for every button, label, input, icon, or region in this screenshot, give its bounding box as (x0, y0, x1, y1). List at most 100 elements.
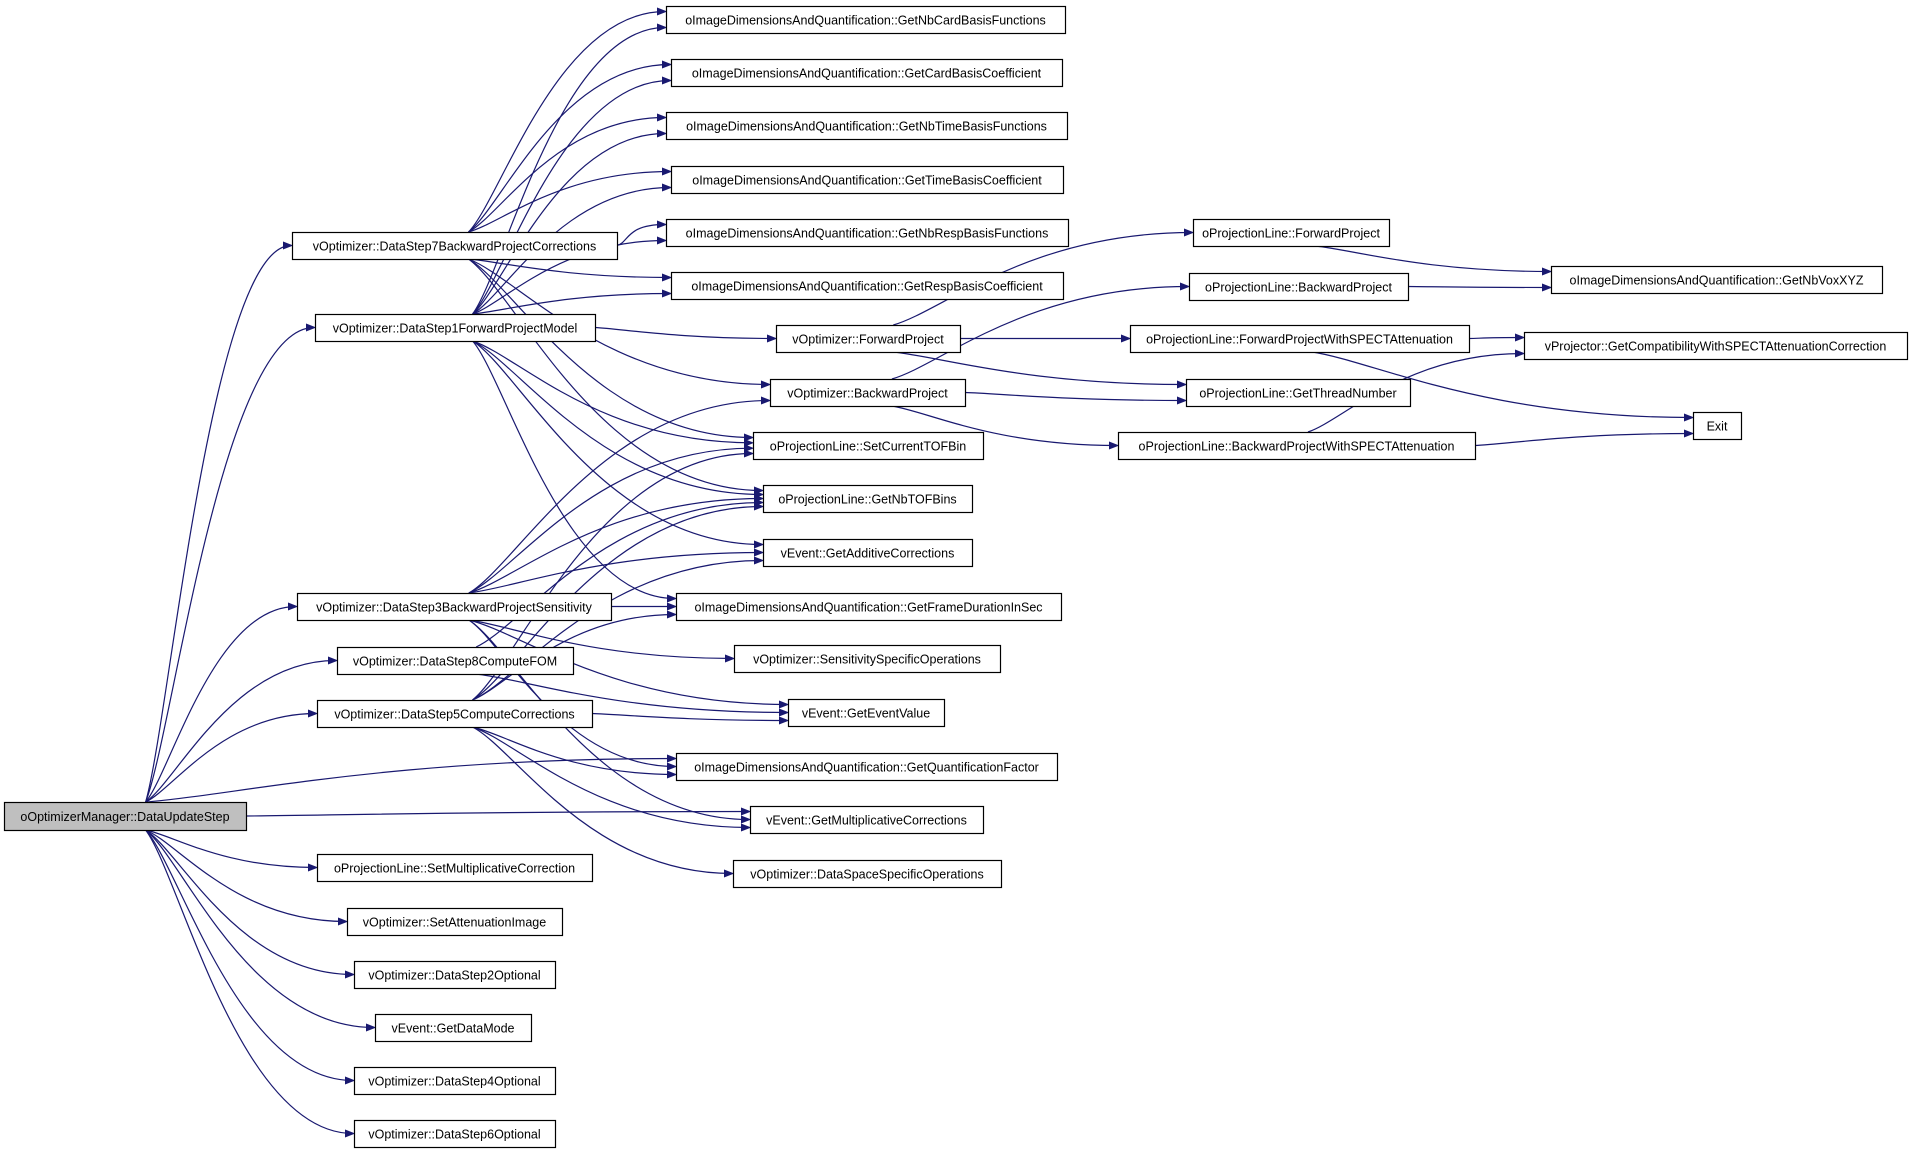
node-oprojectionline-setmultiplicativecorrection[interactable]: oProjectionLine::SetMultiplicativeCorrec… (316, 853, 594, 883)
node-voptimizer-datastep2optional[interactable]: vOptimizer::DataStep2Optional (353, 960, 557, 990)
node-label: oProjectionLine::SetMultiplicativeCorrec… (334, 862, 575, 876)
edge-ds5-to-evtval (591, 712, 787, 721)
edge-ds7-to-cardcoef (468, 65, 671, 233)
node-box (1550, 265, 1884, 295)
node-oimagedimensionsandquantification-getcardbasiscoefficient[interactable]: oImageDimensionsAndQuantification::GetCa… (670, 58, 1064, 88)
node-box (316, 699, 594, 729)
node-vprojector-getcompatibilitywithspectattenuationcorrection[interactable]: vProjector::GetCompatibilityWithSPECTAtt… (1523, 331, 1909, 361)
node-vevent-getmultiplicativecorrections[interactable]: vEvent::GetMultiplicativeCorrections (749, 805, 985, 835)
node-oprojectionline-backwardprojectwithspectattenuation[interactable]: oProjectionLine::BackwardProjectWithSPEC… (1117, 431, 1477, 461)
node-label: vOptimizer::SensitivitySpecificOperation… (753, 653, 981, 667)
node-oimagedimensionsandquantification-getrespbasiscoefficient[interactable]: oImageDimensionsAndQuantification::GetRe… (670, 271, 1065, 301)
edge-ds3-to-evtval (468, 619, 787, 705)
node-label: vOptimizer::DataStep4Optional (368, 1075, 540, 1089)
node-box (775, 324, 962, 354)
node-voptimizer-setattenuationimage[interactable]: vOptimizer::SetAttenuationImage (346, 907, 564, 937)
node-oimagedimensionsandquantification-getframedurationinsec[interactable]: oImageDimensionsAndQuantification::GetFr… (675, 592, 1063, 622)
node-label: oImageDimensionsAndQuantification::GetFr… (694, 601, 1042, 615)
edge-root-to-ds4 (145, 829, 353, 1081)
node-box (670, 58, 1064, 88)
edge-ds8-to-nbtof (475, 503, 762, 648)
node-label: Exit (1707, 420, 1728, 434)
node-oprojectionline-getnbtofbins[interactable]: oProjectionLine::GetNbTOFBins (762, 484, 974, 514)
node-oprojectionline-backwardproject[interactable]: oProjectionLine::BackwardProject (1188, 272, 1410, 302)
node-box (1692, 411, 1743, 441)
node-label: vEvent::GetEventValue (802, 707, 930, 721)
node-voptimizer-datastep3backwardprojectsensitivity[interactable]: vOptimizer::DataStep3BackwardProjectSens… (296, 592, 613, 622)
node-box (1117, 431, 1477, 461)
node-box (665, 218, 1070, 248)
node-oimagedimensionsandquantification-getnbtimebasisfunctions[interactable]: oImageDimensionsAndQuantification::GetNb… (665, 111, 1069, 141)
node-vevent-getadditivecorrections[interactable]: vEvent::GetAdditiveCorrections (762, 538, 974, 568)
node-label: vEvent::GetDataMode (392, 1022, 515, 1036)
edge-ds7-to-respcoef (468, 258, 671, 278)
edge-ds1-to-cardcoef (472, 81, 670, 315)
node-oprojectionline-forwardproject[interactable]: oProjectionLine::ForwardProject (1192, 218, 1391, 248)
node-oprojectionline-forwardprojectwithspectattenuation[interactable]: oProjectionLine::ForwardProjectWithSPECT… (1129, 324, 1471, 354)
node-voptimizer-datastep4optional[interactable]: vOptimizer::DataStep4Optional (353, 1066, 557, 1096)
node-box (1192, 218, 1391, 248)
node-label: oImageDimensionsAndQuantification::GetNb… (685, 14, 1046, 28)
node-ooptimizermanager-dataupdatestep[interactable]: oOptimizerManager::DataUpdateStep (3, 801, 248, 832)
edge-ds7-to-nbtime (468, 118, 666, 233)
node-box (316, 853, 594, 883)
edge-fwdproj-to-plthread (893, 351, 1185, 385)
edge-ds1-to-nbcard (472, 28, 665, 315)
edge-ds1-to-nbresp (472, 241, 665, 315)
node-voptimizer-datastep1forwardprojectmodel[interactable]: vOptimizer::DataStep1ForwardProjectModel (314, 313, 597, 343)
edge-ds7-to-timecoef (468, 172, 671, 233)
node-box (336, 646, 575, 676)
node-oprojectionline-setcurrenttofbin[interactable]: oProjectionLine::SetCurrentTOFBin (752, 431, 985, 461)
node-voptimizer-datastep5computecorrections[interactable]: vOptimizer::DataStep5ComputeCorrections (316, 699, 594, 729)
node-box (291, 231, 619, 261)
edge-plfwd-to-nbvox (1315, 245, 1550, 272)
node-label: vProjector::GetCompatibilityWithSPECTAtt… (1545, 340, 1887, 354)
edge-root-to-setmult (145, 829, 316, 868)
node-voptimizer-backwardproject[interactable]: vOptimizer::BackwardProject (769, 378, 967, 408)
node-oimagedimensionsandquantification-gettimebasiscoefficient[interactable]: oImageDimensionsAndQuantification::GetTi… (670, 165, 1065, 195)
edge-ds1-to-respcoef (472, 294, 670, 315)
node-box (353, 960, 557, 990)
node-vevent-getdatamode[interactable]: vEvent::GetDataMode (374, 1013, 533, 1043)
edge-root-to-ds1 (145, 328, 314, 803)
edge-ds3-to-quantfac (468, 619, 675, 767)
node-voptimizer-forwardproject[interactable]: vOptimizer::ForwardProject (775, 324, 962, 354)
node-label: oProjectionLine::GetNbTOFBins (778, 493, 956, 507)
node-box (346, 907, 564, 937)
node-label: vOptimizer::DataStep8ComputeFOM (353, 655, 557, 669)
node-oimagedimensionsandquantification-getnbrespbasisfunctions[interactable]: oImageDimensionsAndQuantification::GetNb… (665, 218, 1070, 248)
edge-ds7-to-nbtof (468, 258, 763, 491)
node-label: oProjectionLine::SetCurrentTOFBin (770, 440, 966, 454)
node-box (665, 111, 1069, 141)
edge-ds3-to-settof (468, 448, 752, 594)
node-vevent-geteventvalue[interactable]: vEvent::GetEventValue (787, 698, 946, 728)
node-label: vOptimizer::DataStep6Optional (368, 1128, 540, 1142)
edge-ds5-to-dsops (472, 726, 733, 874)
node-box (3, 801, 248, 832)
node-label: vOptimizer::SetAttenuationImage (363, 916, 546, 930)
node-label: oImageDimensionsAndQuantification::GetCa… (692, 67, 1042, 81)
node-label: oImageDimensionsAndQuantification::GetRe… (691, 280, 1043, 294)
edge-ds5-to-quantfac (472, 726, 676, 775)
node-label: oOptimizerManager::DataUpdateStep (20, 810, 229, 824)
edge-root-to-quantfac (145, 759, 675, 803)
node-label: vOptimizer::DataStep1ForwardProjectModel (333, 322, 578, 336)
node-exit[interactable]: Exit (1692, 411, 1743, 441)
edge-plbwdspect-to-exit (1474, 434, 1692, 447)
node-voptimizer-datastep6optional[interactable]: vOptimizer::DataStep6Optional (353, 1119, 557, 1149)
node-box (670, 165, 1065, 195)
node-voptimizer-dataspacespecificoperations[interactable]: vOptimizer::DataSpaceSpecificOperations (732, 859, 1003, 889)
node-voptimizer-sensitivityspecificoperations[interactable]: vOptimizer::SensitivitySpecificOperation… (733, 644, 1002, 674)
edge-ds5-to-multcorr (472, 726, 750, 828)
node-voptimizer-datastep7backwardprojectcorrections[interactable]: vOptimizer::DataStep7BackwardProjectCorr… (291, 231, 619, 261)
edge-root-to-ds2 (145, 829, 353, 975)
node-oprojectionline-getthreadnumber[interactable]: oProjectionLine::GetThreadNumber (1185, 378, 1412, 408)
node-box (762, 538, 974, 568)
node-box (762, 484, 974, 514)
node-voptimizer-datastep8computefom[interactable]: vOptimizer::DataStep8ComputeFOM (336, 646, 575, 676)
node-oimagedimensionsandquantification-getnbcardbasisfunctions[interactable]: oImageDimensionsAndQuantification::GetNb… (665, 5, 1067, 35)
node-box (1185, 378, 1412, 408)
node-box (749, 805, 985, 835)
node-oimagedimensionsandquantification-getnbvoxxyz[interactable]: oImageDimensionsAndQuantification::GetNb… (1550, 265, 1884, 295)
node-oimagedimensionsandquantification-getquantificationfactor[interactable]: oImageDimensionsAndQuantification::GetQu… (675, 752, 1059, 782)
